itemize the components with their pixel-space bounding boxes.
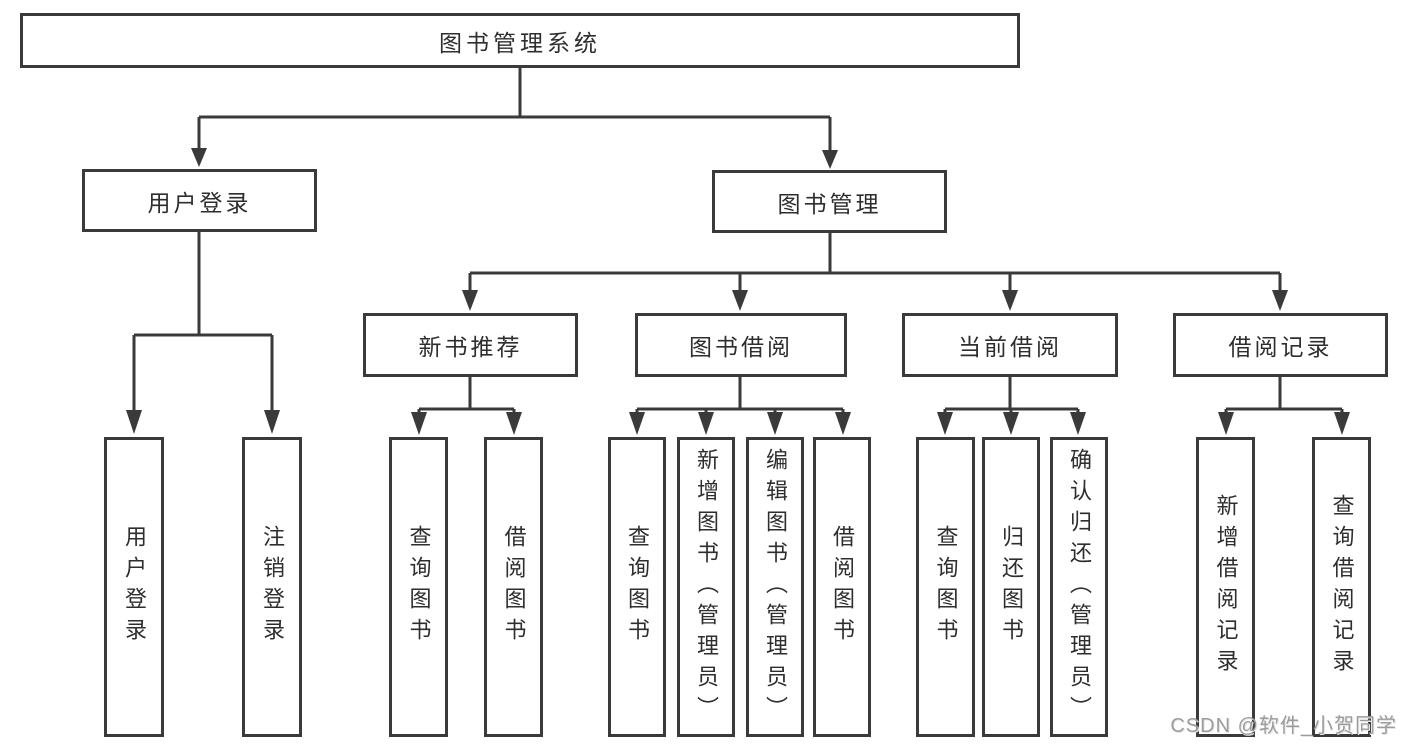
- node-book-management: 图书管理: [712, 170, 947, 233]
- leaf-borrow-books-borrowing: 借阅图书: [813, 437, 871, 737]
- node-book-borrowing: 图书借阅: [635, 313, 847, 377]
- leaf-borrow-books-recommend: 借阅图书: [484, 437, 543, 737]
- leaf-edit-book-admin: 编辑图书（管理员）: [746, 437, 804, 737]
- node-new-book-recommend: 新书推荐: [363, 313, 578, 377]
- leaf-query-borrow-record: 查询借阅记录: [1312, 437, 1371, 737]
- node-library-management-system: 图书管理系统: [20, 13, 1020, 68]
- node-user-login-group: 用户登录: [82, 169, 317, 232]
- node-current-borrowing: 当前借阅: [902, 313, 1118, 377]
- leaf-query-books-current: 查询图书: [916, 437, 975, 737]
- node-borrowing-records: 借阅记录: [1173, 313, 1388, 377]
- leaf-query-books-recommend: 查询图书: [389, 437, 448, 737]
- leaf-logout: 注销登录: [242, 437, 302, 737]
- leaf-confirm-return-admin: 确认归还（管理员）: [1050, 437, 1108, 737]
- csdn-watermark: CSDN @软件_小贺同学: [1170, 715, 1397, 737]
- leaf-return-books: 归还图书: [982, 437, 1040, 737]
- leaf-add-borrow-record: 新增借阅记录: [1196, 437, 1255, 737]
- leaf-query-books-borrowing: 查询图书: [608, 437, 666, 737]
- leaf-user-login: 用户登录: [104, 437, 164, 737]
- leaf-add-book-admin: 新增图书（管理员）: [677, 437, 735, 737]
